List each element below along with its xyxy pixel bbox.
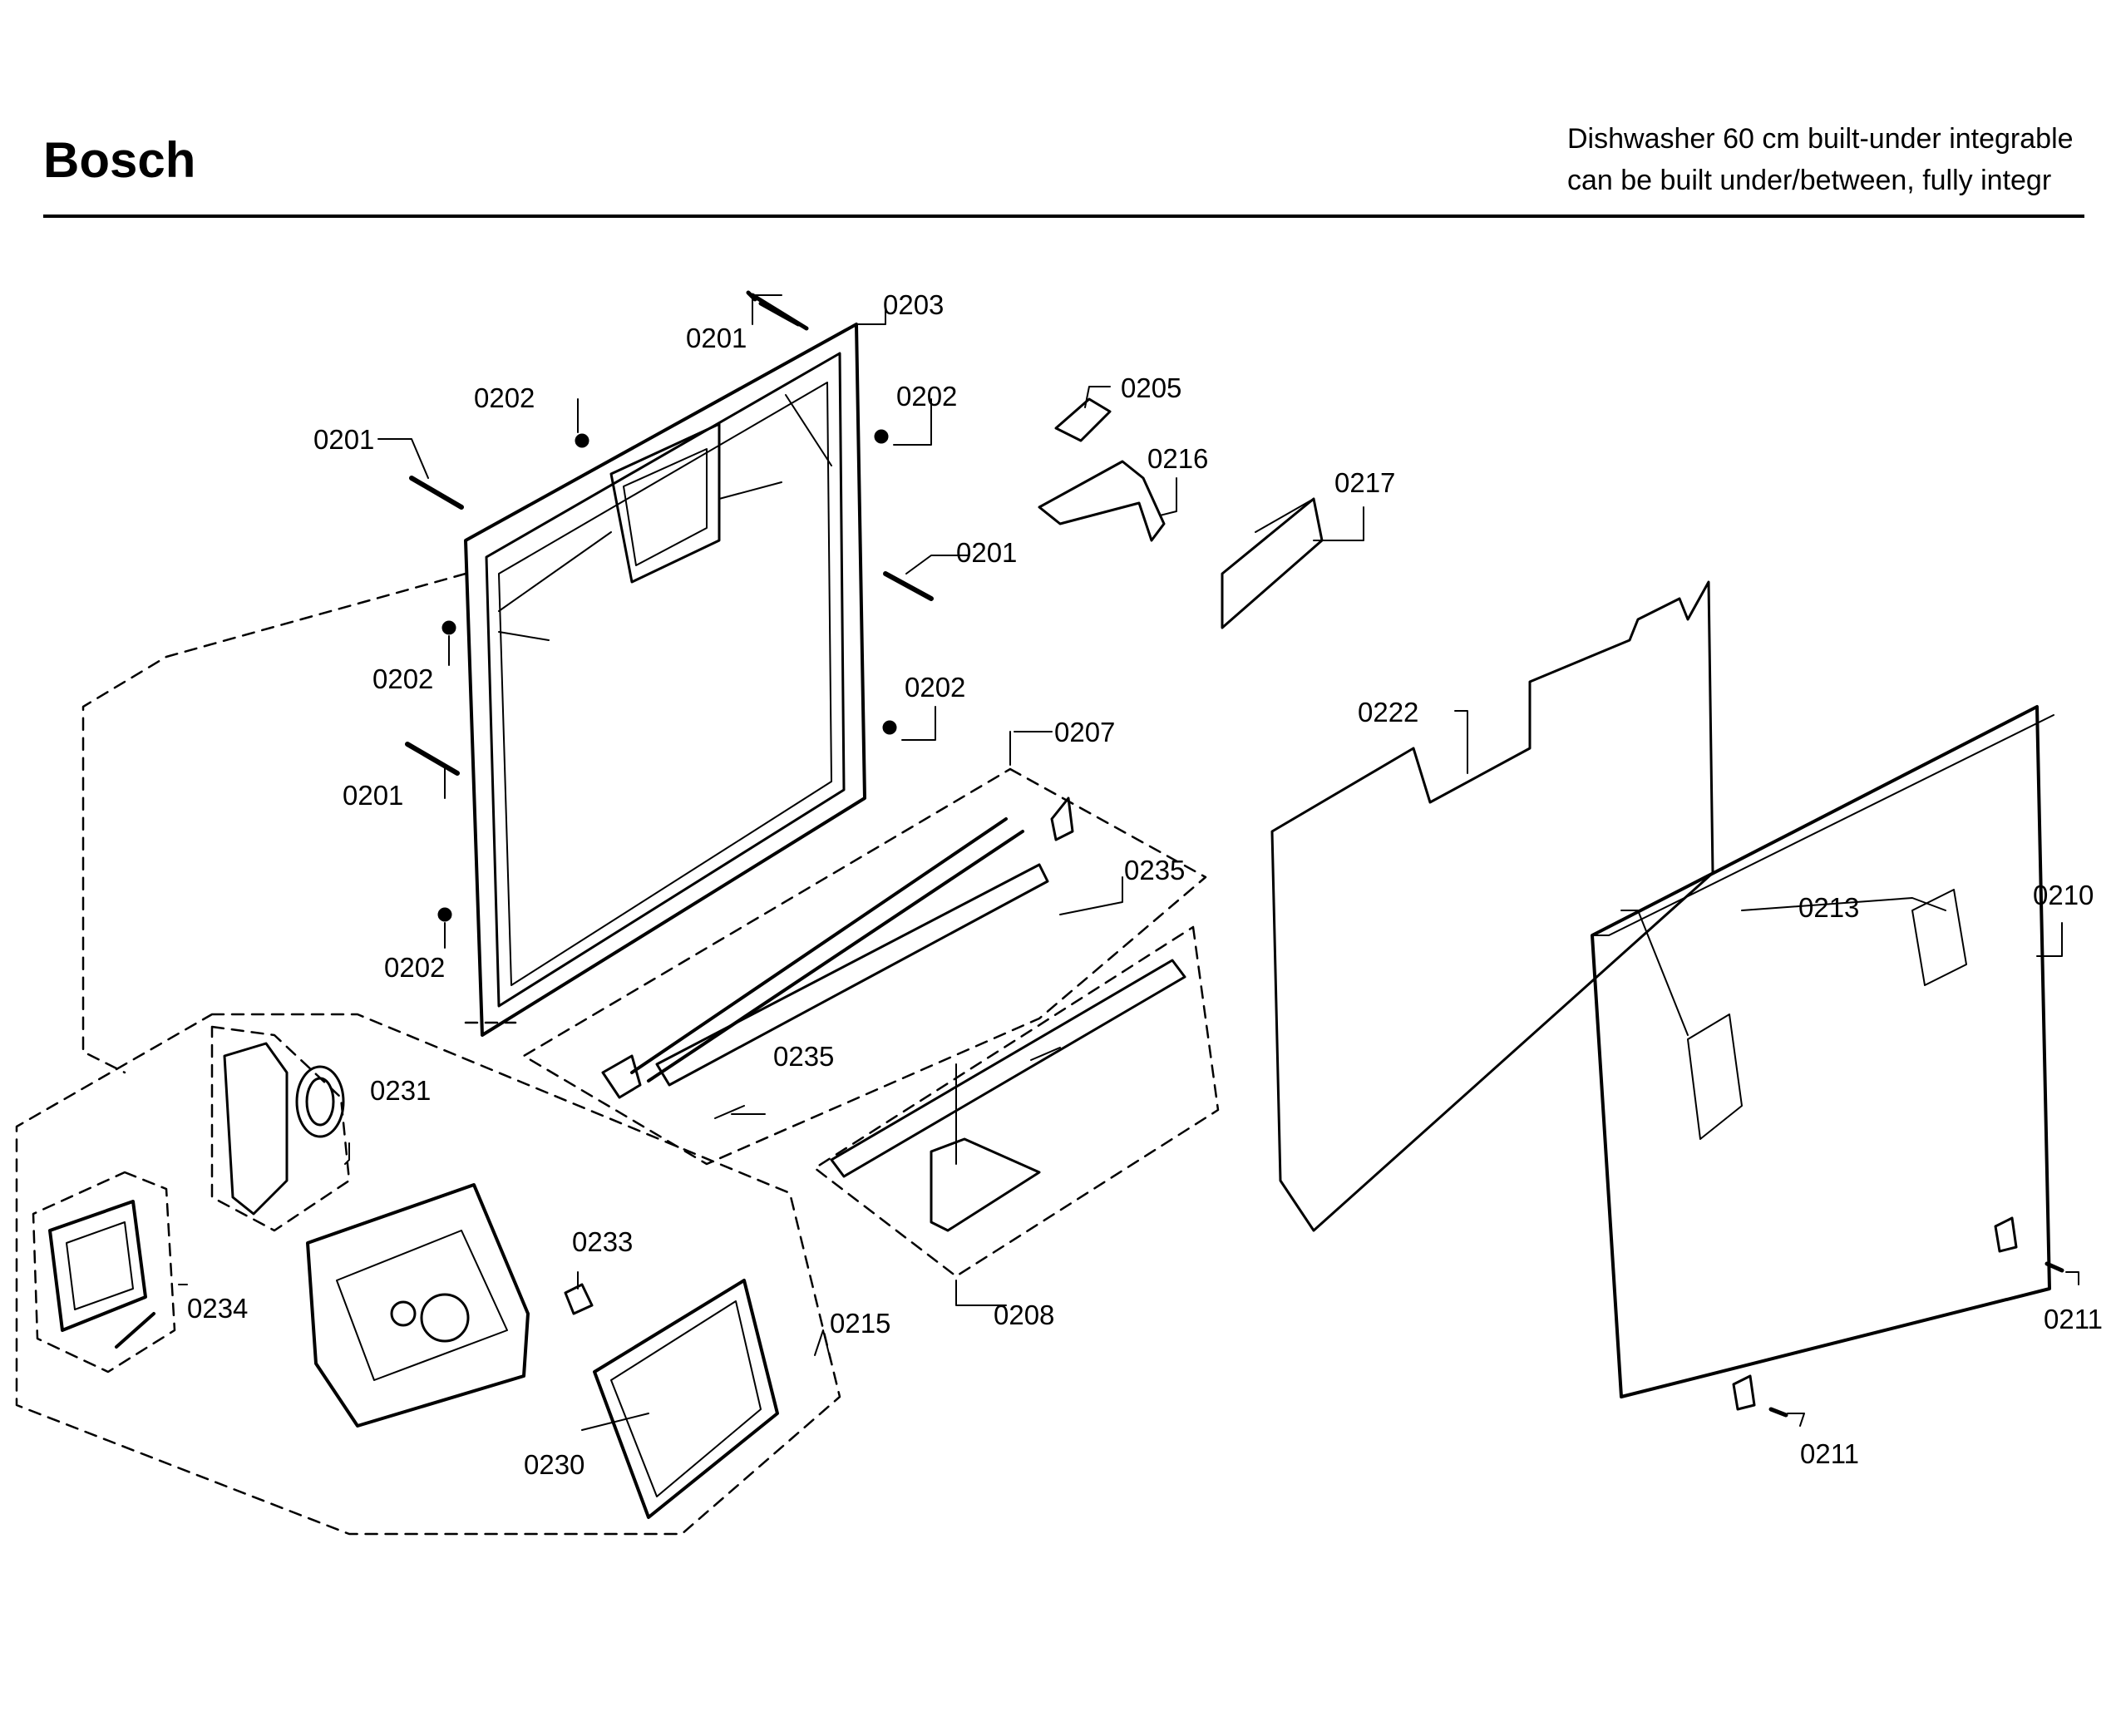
- label-0216: 0216: [1147, 443, 1208, 474]
- misc-parts: [48, 1042, 1061, 1349]
- label-0202-top-left: 0202: [474, 382, 535, 413]
- outline-control-group: [15, 1013, 841, 1536]
- label-0202-mid-right: 0202: [905, 672, 965, 703]
- label-0222: 0222: [1358, 697, 1418, 727]
- label-0201-left: 0201: [313, 424, 374, 455]
- seal-0230: [593, 1279, 779, 1519]
- label-0203: 0203: [883, 289, 944, 320]
- label-0205: 0205: [1121, 372, 1181, 403]
- panel-0222: [1270, 580, 1714, 1232]
- outline-0207-group: [522, 767, 1207, 1166]
- screws-0202: [437, 429, 897, 922]
- outline-0208-group: [813, 925, 1220, 1278]
- inner-door-frame: [464, 323, 866, 1037]
- control-module: [306, 1183, 530, 1428]
- label-0211-bottom: 0211: [1800, 1438, 1859, 1469]
- bracket-0217: [1221, 497, 1324, 629]
- label-0231: 0231: [370, 1075, 431, 1106]
- label-0234: 0234: [187, 1293, 248, 1324]
- label-0201-top: 0201: [686, 323, 747, 353]
- outline-0234-group: [32, 1171, 176, 1374]
- label-0202-top-right: 0202: [896, 381, 957, 412]
- label-0201-right: 0201: [956, 537, 1017, 568]
- label-0233: 0233: [572, 1226, 633, 1257]
- label-0201-lower: 0201: [343, 780, 403, 811]
- header-rule: [43, 215, 2084, 218]
- outline-0231-group: [210, 1025, 351, 1232]
- label-0202-mid-left: 0202: [372, 663, 433, 694]
- model-description-line-2: can be built under/between, fully integr: [1567, 165, 2052, 196]
- label-0210: 0210: [2033, 880, 2094, 910]
- label-0217: 0217: [1334, 467, 1395, 498]
- label-0211-right: 0211: [2044, 1304, 2103, 1334]
- label-0213: 0213: [1798, 892, 1859, 923]
- outline-door-assembly: [81, 572, 467, 1074]
- label-0202-bottom-left: 0202: [384, 952, 445, 983]
- part-labels: 0201 0201 0201 0201 0202 0202 0202 0202 …: [187, 289, 2103, 1480]
- clips-0211: [1732, 1216, 2064, 1418]
- label-0215: 0215: [830, 1308, 890, 1339]
- outer-door-panel: [1591, 705, 2054, 1398]
- label-0235-lower: 0235: [773, 1041, 834, 1072]
- rails: [601, 796, 1186, 1232]
- screws-0201: [405, 290, 934, 776]
- hinge-parts: [1038, 397, 1166, 542]
- label-0208: 0208: [994, 1300, 1054, 1330]
- leader-lines: [178, 294, 2079, 1431]
- model-description-line-1: Dishwasher 60 cm built-under integrable: [1567, 123, 2074, 155]
- group-outlines: [15, 572, 1220, 1536]
- label-0230: 0230: [524, 1449, 584, 1480]
- label-0235-upper: 0235: [1124, 855, 1185, 885]
- brand-title: Bosch: [43, 132, 196, 188]
- label-0207: 0207: [1054, 717, 1115, 747]
